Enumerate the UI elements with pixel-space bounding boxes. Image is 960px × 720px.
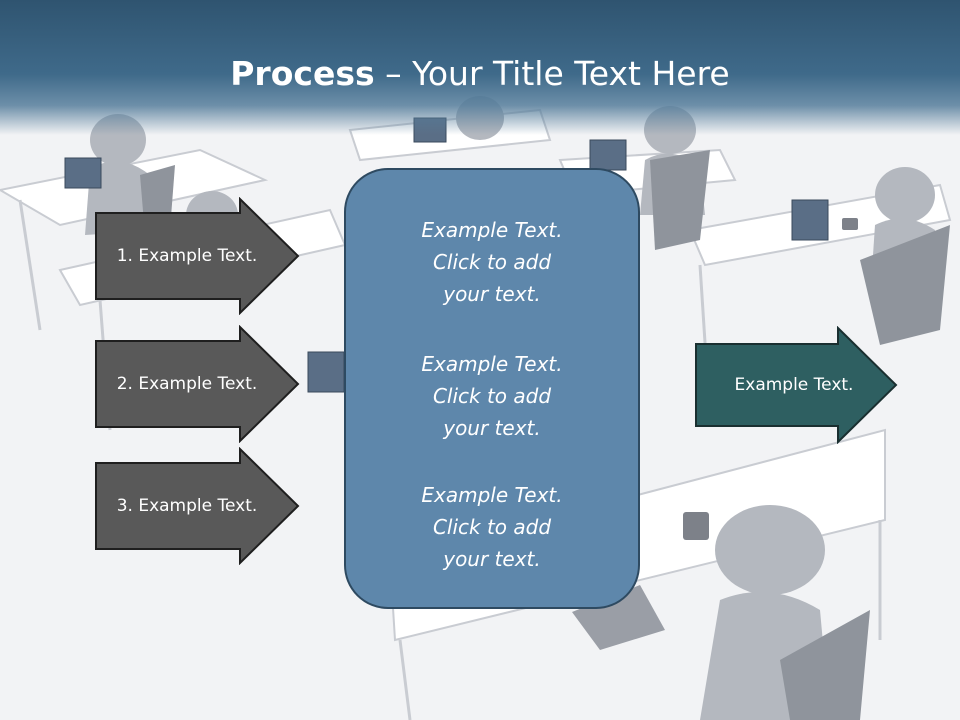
result-arrow[interactable]: Example Text.	[694, 326, 900, 444]
title-band	[0, 0, 960, 135]
center-text-line: Example Text.	[421, 218, 563, 242]
result-arrow-label: Example Text.	[734, 375, 854, 395]
center-text-block-3: Example Text. Click to add your text.	[346, 479, 638, 575]
center-text-box[interactable]: Example Text. Click to add your text. Ex…	[344, 168, 640, 609]
title-rest-part: – Your Title Text Here	[374, 54, 730, 93]
center-text-line: Click to add	[432, 250, 552, 274]
center-text-line: Example Text.	[421, 352, 563, 376]
process-step-2-label: 2. Example Text.	[116, 374, 258, 394]
center-text-line: your text.	[443, 282, 541, 306]
center-text-line: Click to add	[432, 515, 552, 539]
center-text-block-2: Example Text. Click to add your text.	[346, 348, 638, 444]
process-step-3-arrow[interactable]: 3. Example Text.	[94, 447, 300, 565]
slide-title[interactable]: Process – Your Title Text Here	[0, 52, 960, 96]
arrow-shape-icon	[95, 447, 300, 565]
process-step-1-arrow[interactable]: 1. Example Text.	[94, 197, 300, 315]
center-text-block-1: Example Text. Click to add your text.	[346, 214, 638, 310]
center-text-line: Example Text.	[421, 483, 563, 507]
arrow-shape-icon	[95, 325, 300, 443]
center-text-line: your text.	[443, 547, 541, 571]
process-step-2-arrow[interactable]: 2. Example Text.	[94, 325, 300, 443]
arrow-shape-icon	[695, 326, 898, 444]
process-step-3-label: 3. Example Text.	[116, 496, 258, 516]
arrow-shape-icon	[95, 197, 300, 315]
center-text-line: your text.	[443, 416, 541, 440]
process-step-1-label: 1. Example Text.	[116, 246, 258, 266]
center-text-line: Click to add	[432, 384, 552, 408]
title-bold-part: Process	[230, 54, 375, 93]
